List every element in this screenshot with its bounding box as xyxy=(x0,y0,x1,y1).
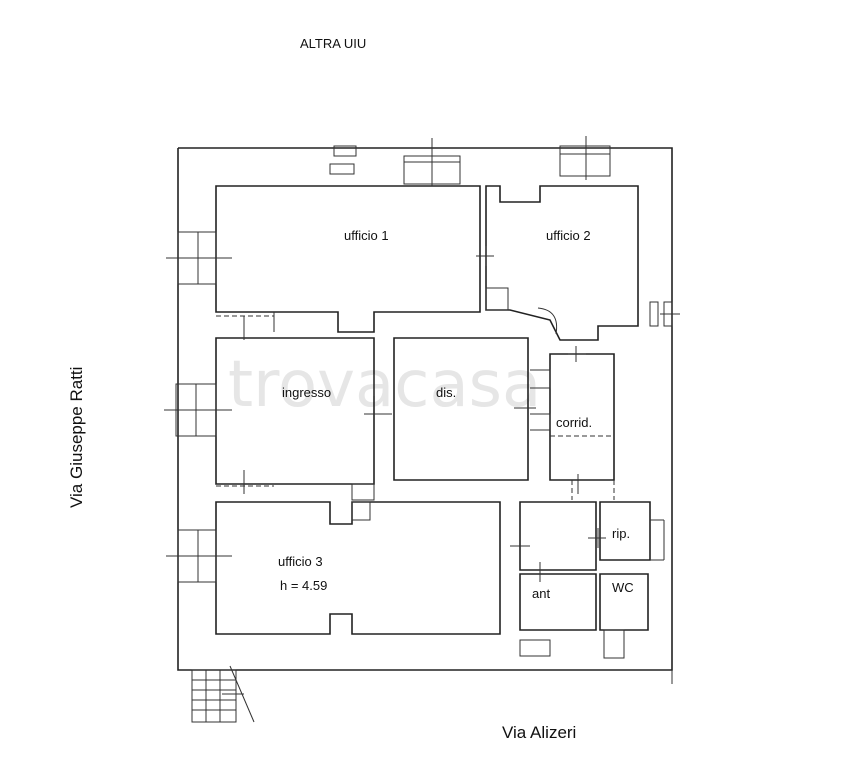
label-ripostiglio: rip. xyxy=(612,526,630,541)
windows-left xyxy=(164,231,232,583)
room-ufficio-2 xyxy=(485,185,639,341)
header-label: ALTRA UIU xyxy=(300,36,366,51)
door-markers xyxy=(243,246,606,582)
label-antibagno: ant xyxy=(532,586,550,601)
label-ufficio-3: ufficio 3 xyxy=(278,554,323,569)
room-corridoio xyxy=(530,353,615,500)
label-ufficio-2: ufficio 2 xyxy=(546,228,591,243)
room-ufficio-3 xyxy=(215,501,501,635)
windows-top xyxy=(329,136,611,186)
label-ingresso: ingresso xyxy=(282,385,331,400)
street-label-bottom: Via Alizeri xyxy=(502,723,576,742)
watermark-text: trovacasa xyxy=(228,348,541,422)
label-corridoio: corrid. xyxy=(556,415,592,430)
room-ufficio-1 xyxy=(215,185,481,333)
window-right xyxy=(649,301,680,327)
stair xyxy=(191,665,255,723)
room-dis xyxy=(393,337,529,481)
property-boundary xyxy=(177,147,673,684)
label-wc: WC xyxy=(612,580,634,595)
label-dis: dis. xyxy=(436,385,456,400)
street-label-left: Via Giuseppe Ratti xyxy=(67,367,86,508)
label-ufficio-1: ufficio 1 xyxy=(344,228,389,243)
room-service-block xyxy=(519,501,665,659)
label-height: h = 4.59 xyxy=(280,578,327,593)
